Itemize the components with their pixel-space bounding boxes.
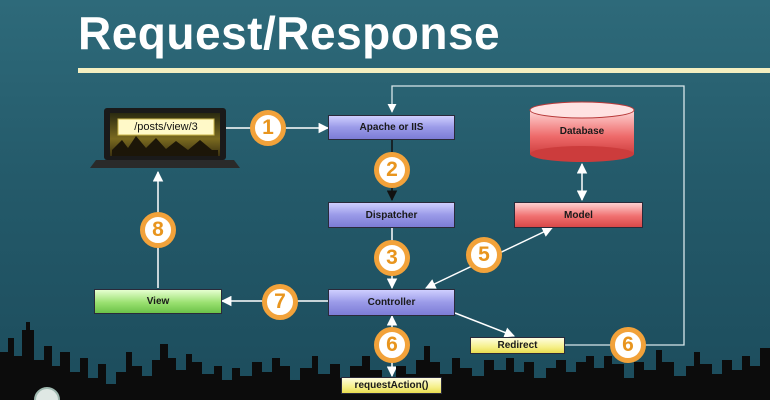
controller-box: Controller	[328, 289, 455, 316]
request-action-box: requestAction()	[341, 377, 442, 394]
step-8-badge: 8	[140, 212, 176, 248]
browser-url: /posts/view/3	[134, 121, 198, 133]
redirect-box: Redirect	[470, 337, 565, 354]
apache-box: Apache or IIS	[328, 115, 455, 140]
title-underline	[78, 68, 770, 73]
step-3-badge: 3	[374, 240, 410, 276]
step-7-badge: 7	[262, 284, 298, 320]
dispatcher-box: Dispatcher	[328, 202, 455, 228]
city-skyline-graphic	[0, 322, 770, 400]
step-2-badge: 2	[374, 152, 410, 188]
step-6-badge: 6	[374, 327, 410, 363]
laptop-icon	[90, 108, 240, 168]
step-6-redirect-badge: 6	[610, 327, 646, 363]
database-label: Database	[559, 126, 605, 137]
model-box: Model	[514, 202, 643, 228]
step-5-badge: 5	[466, 237, 502, 273]
step-1-badge: 1	[250, 110, 286, 146]
slide-title: Request/Response	[78, 7, 501, 59]
database-cylinder-icon	[529, 101, 635, 162]
view-box: View	[94, 289, 222, 314]
